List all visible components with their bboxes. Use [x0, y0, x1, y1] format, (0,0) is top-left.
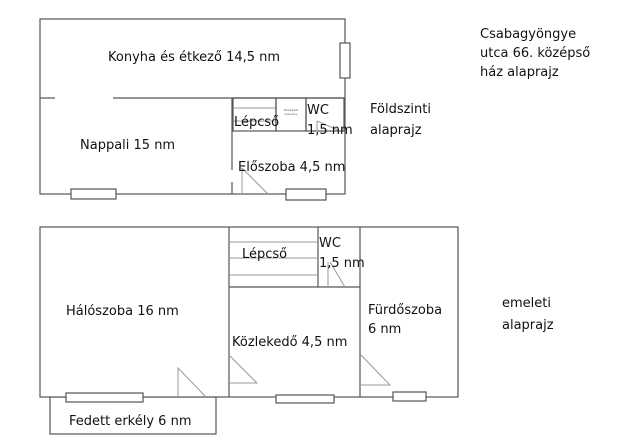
room-label-bathroom: Fürdőszoba	[368, 303, 442, 318]
ground-floor-plan: Konyha és étkező 14,5 nm Nappali 15 nm L…	[39, 18, 353, 201]
upper-outer-wall	[39, 226, 459, 398]
window	[339, 42, 351, 79]
room-label-wc: WC	[307, 103, 329, 118]
room-label-closet-1: Beépített	[284, 108, 299, 112]
window	[65, 392, 144, 403]
room-label-balcony: Fedett erkély 6 nm	[69, 414, 192, 429]
room-label-hall: Előszoba 4,5 nm	[238, 160, 345, 175]
door	[177, 366, 207, 398]
ground-floor-caption-1: Földszinti	[370, 102, 431, 117]
door	[228, 354, 259, 384]
ground-outer-wall	[39, 18, 346, 195]
window	[275, 394, 335, 404]
title-line-2: utca 66. középső	[480, 46, 590, 61]
door-swing	[329, 261, 346, 288]
room-label-stairs: Lépcső	[242, 247, 287, 262]
ground-floor-caption-2: alaprajz	[370, 123, 422, 138]
window	[70, 188, 117, 200]
room-label-wc: WC	[319, 236, 341, 251]
title-line-1: Csabagyöngye	[480, 27, 576, 42]
room-label-bathroom-area: 6 nm	[368, 322, 401, 337]
room-label-wc-area: 1,5 nm	[319, 256, 365, 271]
room-label-corridor: Közlekedő 4,5 nm	[232, 335, 347, 350]
room-label-kitchen: Konyha és étkező 14,5 nm	[108, 50, 280, 65]
wc-room	[305, 97, 345, 132]
upper-floor-plan: Hálószoba 16 nm Lépcső WC 1,5 nm Közleke…	[39, 226, 459, 435]
title-line-3: ház alaprajz	[480, 65, 559, 80]
room-label-stairs: Lépcső	[234, 115, 279, 130]
room-label-living: Nappali 15 nm	[80, 138, 175, 153]
door-swing	[316, 120, 341, 132]
room-label-closet-2: szekrény	[284, 112, 298, 116]
door	[360, 354, 392, 386]
window	[392, 391, 427, 402]
door-swing	[241, 167, 269, 195]
room-label-wc-area: 1,5 nm	[307, 123, 353, 138]
room-label-bedroom: Hálószoba 16 nm	[66, 304, 179, 319]
window	[285, 188, 327, 201]
upper-floor-caption-2: alaprajz	[502, 318, 554, 333]
upper-floor-caption-1: emeleti	[502, 296, 551, 311]
